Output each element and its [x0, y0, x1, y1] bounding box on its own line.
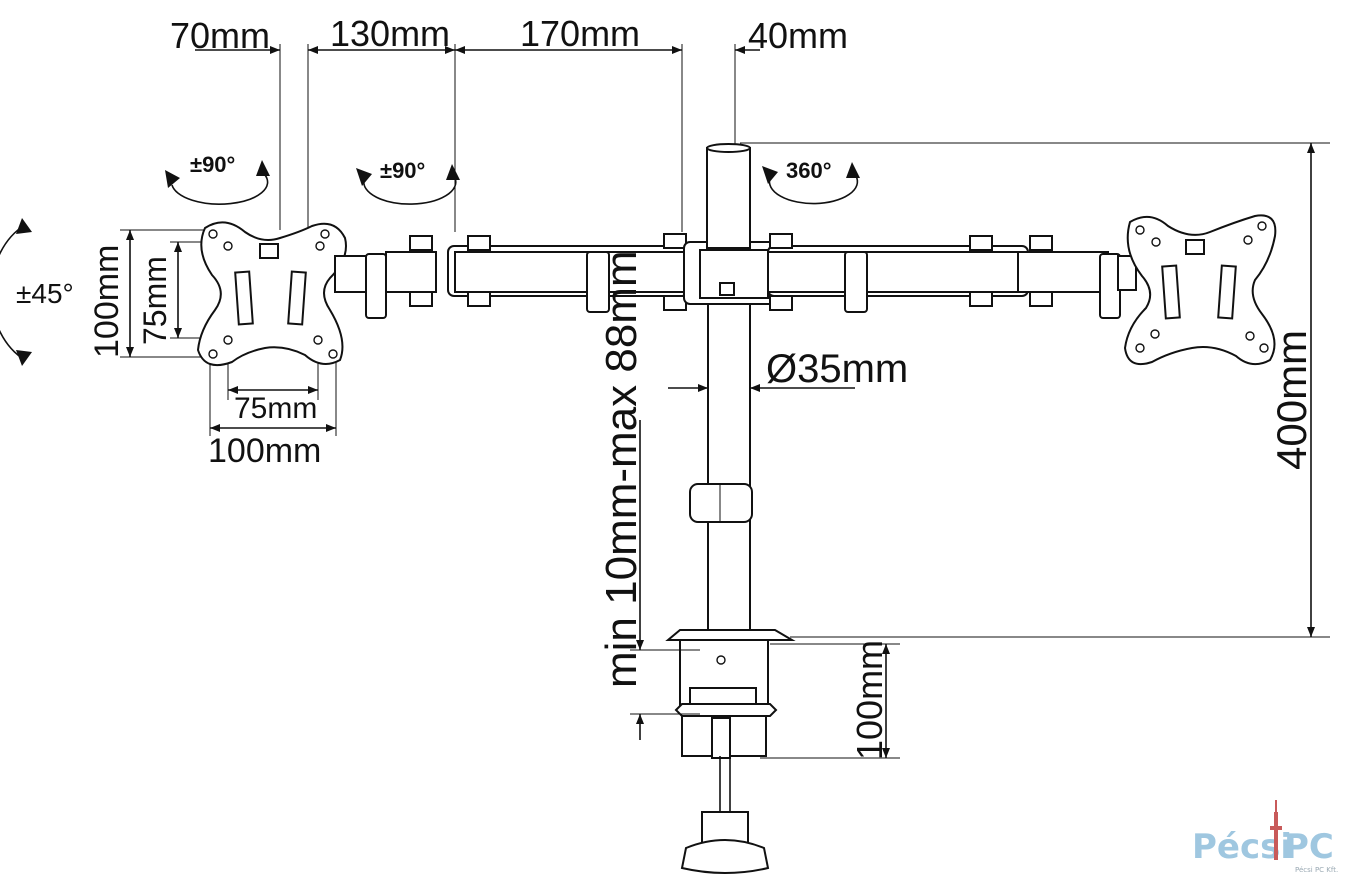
pole-diameter: Ø35mm	[766, 347, 908, 391]
vesa-vertical-100: 100mm	[88, 245, 126, 358]
logo-text-right: PC	[1284, 827, 1334, 867]
dim-70mm: 70mm	[170, 15, 270, 56]
rotation-arrow-360	[762, 162, 860, 205]
logo-subtitle: Pécsi PC Kft.	[1295, 866, 1338, 874]
vesa-horizontal-75: 75mm	[234, 392, 317, 425]
tilt-45: ±45°	[16, 278, 74, 309]
right-vesa-plate	[1123, 214, 1277, 366]
desk-thickness: min 10mm-max 88mm	[597, 250, 646, 688]
desk-clamp	[665, 629, 796, 874]
tilt-arrow	[0, 218, 32, 366]
dim-130mm: 130mm	[330, 13, 450, 54]
dim-40mm: 40mm	[748, 15, 848, 56]
pole	[689, 143, 753, 641]
top-dimension-lines	[195, 44, 760, 232]
rot-90-middle: ±90°	[380, 158, 425, 183]
rot-90-left: ±90°	[190, 152, 235, 177]
arm-system	[334, 233, 1137, 319]
height-dim	[740, 142, 1330, 638]
desk-thickness-dim	[630, 420, 700, 740]
vesa-vertical-75: 75mm	[137, 256, 173, 345]
rot-360: 360°	[786, 158, 832, 183]
pecsi-pc-logo: Pécsi PC Pécsi PC Kft.	[1192, 800, 1338, 874]
dim-170mm: 170mm	[520, 13, 640, 54]
vesa-horizontal-100: 100mm	[208, 432, 321, 470]
clamp-100mm: 100mm	[849, 640, 890, 760]
left-vesa-plate	[196, 221, 347, 366]
left-vesa-dims	[120, 229, 337, 436]
pole-diameter-dim	[668, 384, 855, 392]
clamp-height-dim	[760, 643, 900, 759]
rotation-arrow-middle	[356, 164, 460, 205]
height-400mm: 400mm	[1268, 330, 1315, 470]
rotation-arrow-left	[165, 160, 270, 205]
